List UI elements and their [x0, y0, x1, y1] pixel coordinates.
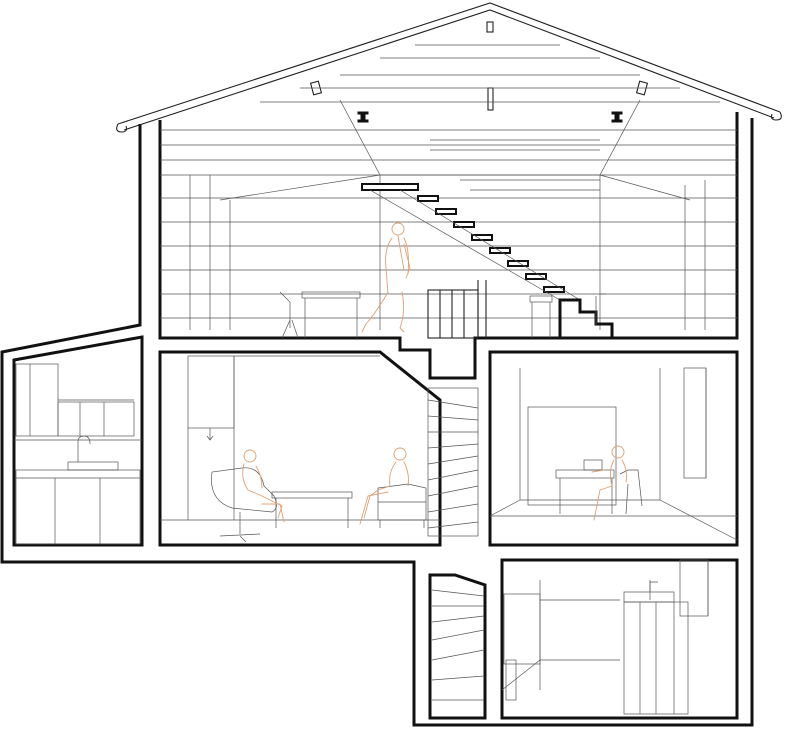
steel-beam-icon: [357, 111, 369, 123]
ridge-bracket: [486, 21, 494, 33]
basement-kitchen: [500, 558, 739, 720]
studio-desk: [279, 291, 606, 339]
floating-stair: [361, 183, 581, 301]
balustrade: [427, 280, 487, 339]
person-standing: [361, 222, 411, 333]
roof: [116, 2, 782, 133]
ridge-hanger: [487, 87, 494, 111]
outer-walls: [0, 112, 754, 727]
coffee-table: [271, 491, 353, 528]
study-desk: [555, 459, 643, 515]
steel-beam-icon: [611, 111, 623, 123]
person-working: [591, 445, 627, 521]
study-room: [488, 350, 739, 547]
spiral-stair-upper: [427, 387, 479, 537]
armchair: [377, 483, 427, 528]
person-seated-left: [242, 449, 285, 523]
lounge-chair: [211, 467, 277, 543]
ceiling-battens: [160, 44, 737, 330]
side-kitchen: [12, 335, 144, 547]
person-seated-right: [359, 447, 409, 525]
living-room: [158, 350, 479, 547]
attic-studio: [160, 44, 737, 339]
lower-stair: [428, 573, 487, 720]
